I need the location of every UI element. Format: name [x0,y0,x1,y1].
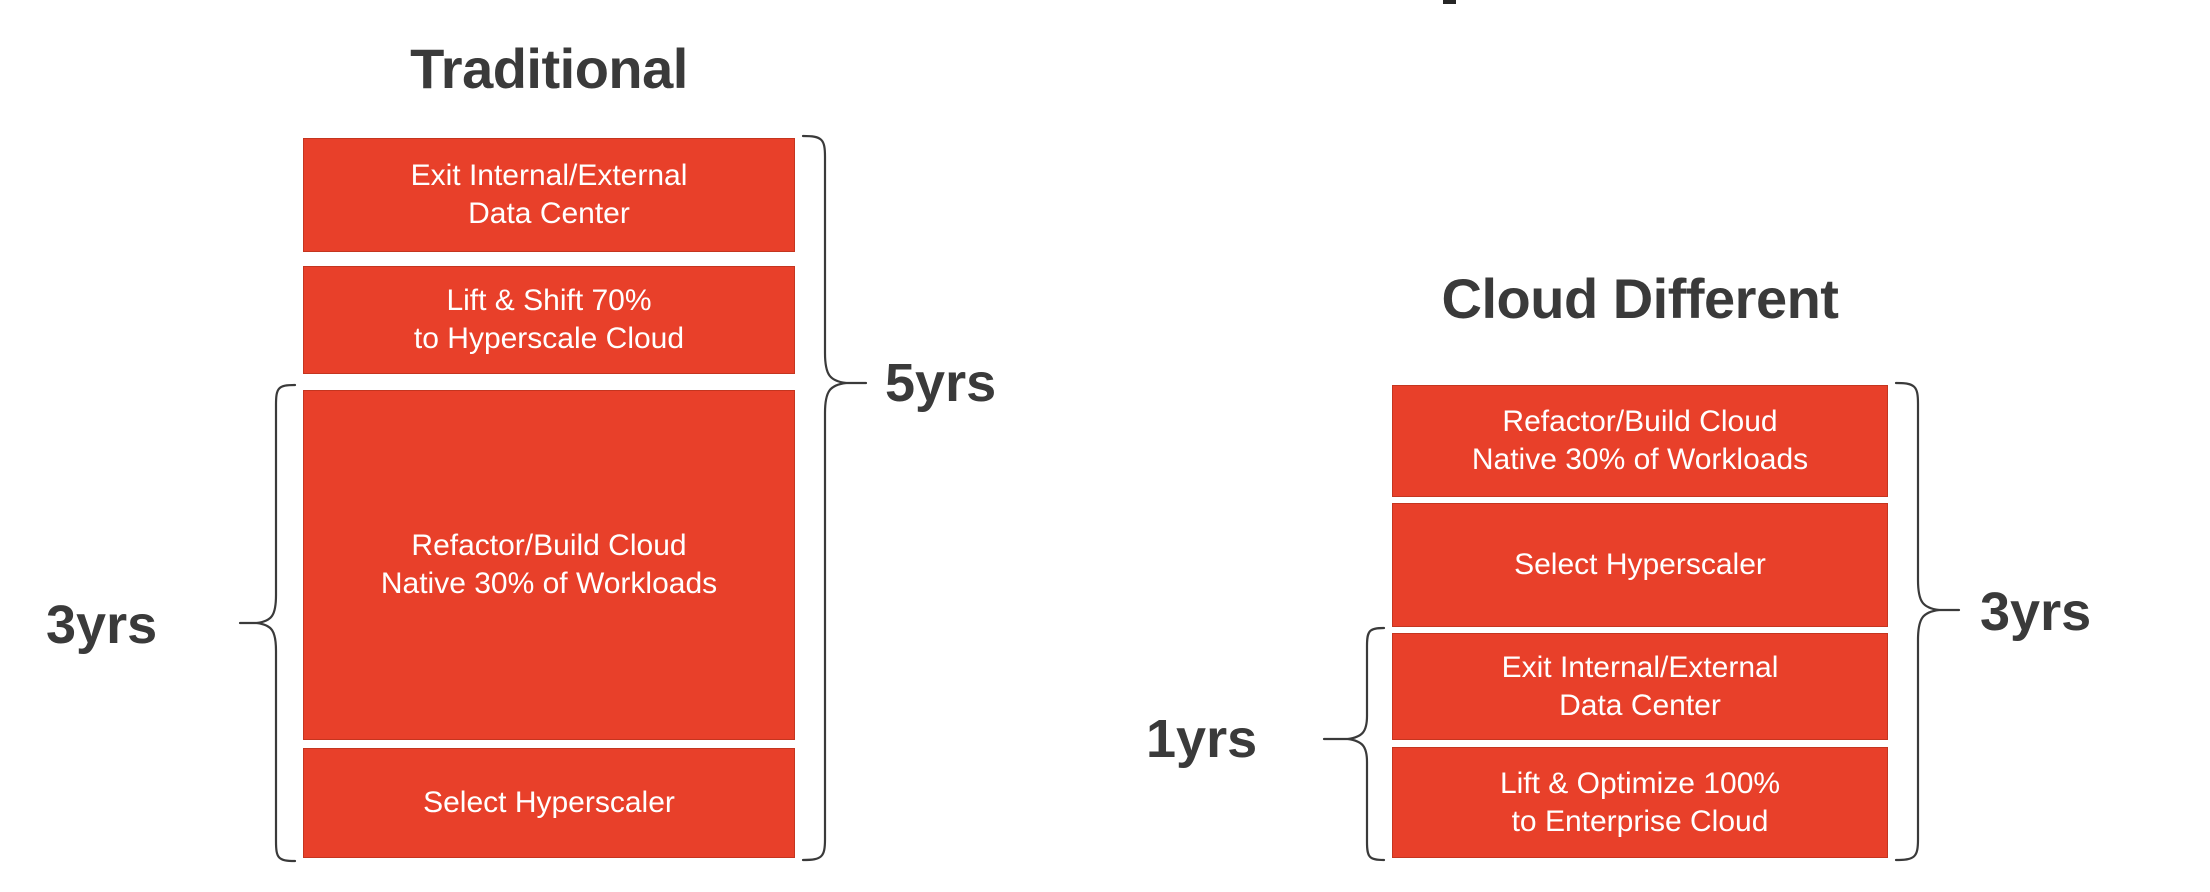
traditional-stage-box-1: Exit Internal/External Data Center [303,138,795,252]
traditional-stage-label-1: Exit Internal/External Data Center [410,159,688,230]
cloud-different-stage-label-4: Lift & Optimize 100% to Enterprise Cloud [1499,766,1781,838]
cloud-different-stage-label-1: Refactor/Build Cloud Native 30% of Workl… [1471,405,1809,476]
cloud-different-total-duration-label: 3yrs [1980,582,2092,642]
cloud-different-stage-label-3: Exit Internal/External Data Center [1501,650,1779,722]
traditional-stage-label-3: Refactor/Build Cloud Native 30% of Workl… [380,529,718,600]
traditional-stage-box-4: Select Hyperscaler [303,748,795,858]
cloud-different-total-brace [1893,380,1963,863]
traditional-partial-brace [238,383,298,863]
cloud-different-stage-box-4: Lift & Optimize 100% to Enterprise Cloud [1392,747,1888,858]
traditional-stage-box-3: Refactor/Build Cloud Native 30% of Workl… [303,390,795,740]
cropped-title-remnant [1443,0,1456,4]
cloud-different-stage-box-3: Exit Internal/External Data Center [1392,633,1888,740]
cloud-different-stage-box-2: Select Hyperscaler [1392,503,1888,627]
traditional-total-duration-label: 5yrs [885,353,997,413]
cloud-different-stage-box-1: Refactor/Build Cloud Native 30% of Workl… [1392,385,1888,497]
cloud-different-partial-duration-label: 1yrs [1146,709,1258,769]
traditional-total-brace [800,133,870,863]
cloud-different-partial-brace [1322,626,1387,864]
column-title-cloud-different: Cloud Different [1441,267,1839,330]
traditional-stage-box-2: Lift & Shift 70% to Hyperscale Cloud [303,266,795,374]
traditional-partial-duration-label: 3yrs [46,595,158,655]
column-title-traditional: Traditional [410,37,688,100]
traditional-stage-label-2: Lift & Shift 70% to Hyperscale Cloud [413,284,685,355]
cloud-different-stage-label-2: Select Hyperscaler [1514,548,1766,582]
traditional-stage-label-4: Select Hyperscaler [423,786,675,820]
